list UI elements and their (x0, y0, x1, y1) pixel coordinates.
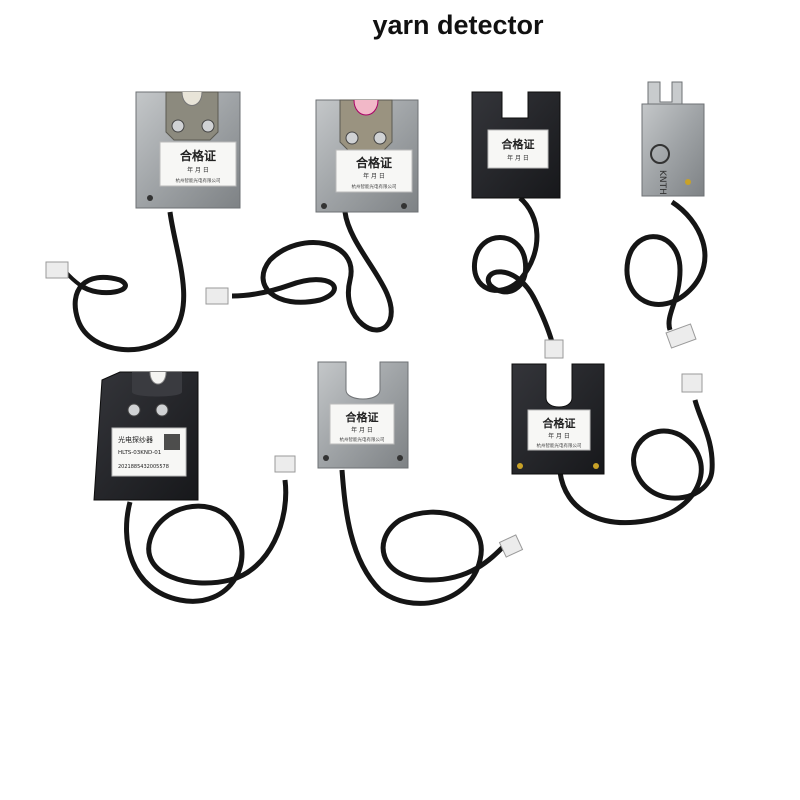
detector-3: 合格证 年 月 日 (471, 91, 564, 359)
page-title: yarn detector (372, 10, 544, 40)
detector-1-label-company: 杭州智能光电有限公司 (176, 177, 221, 184)
detector-2-label-date: 年 月 日 (363, 172, 385, 180)
detector-5-cable (124, 479, 289, 604)
detector-1-label-date: 年 月 日 (187, 166, 209, 174)
detector-5: 光电探纱器 HLTS-03KND-01 2021885432005578 (93, 371, 296, 604)
detector-2-cable (231, 211, 394, 333)
detector-2-label (335, 149, 413, 193)
detector-4-cable (624, 199, 708, 331)
detector-3-label-date: 年 月 日 (507, 154, 529, 162)
detector-6-cable (339, 469, 507, 606)
detector-1-cable (72, 211, 187, 353)
detector-7-connector (681, 373, 703, 393)
detector-1-label (159, 141, 237, 187)
detector-7-cable (557, 399, 715, 526)
detector-7-label (527, 409, 591, 451)
detector-3-cable (472, 196, 555, 343)
detector-6: 合格证 年 月 日 杭州智能光电有限公司 (317, 361, 524, 606)
detector-5-label-line2: HLTS-03KND-01 (118, 450, 161, 456)
detector-2-label-company: 杭州智能光电有限公司 (352, 183, 397, 190)
detector-7-label-title: 合格证 (543, 416, 576, 430)
detector-2-label-title: 合格证 (356, 155, 392, 170)
detector-6-label-title: 合格证 (346, 410, 379, 424)
detector-6-label (329, 403, 395, 445)
detector-4-label: KNTH (657, 170, 667, 195)
detector-5-connector (274, 455, 296, 473)
detector-5-label-line3: 2021885432005578 (118, 464, 169, 470)
detector-7-label-date: 年 月 日 (548, 432, 570, 440)
detector-2: 合格证 年 月 日 杭州智能光电有限公司 (205, 99, 419, 333)
detector-3-label-title: 合格证 (502, 137, 535, 151)
detector-4-connector (665, 323, 697, 349)
detector-7: 合格证 年 月 日 杭州智能光电有限公司 (511, 363, 715, 526)
detector-1: 合格证 年 月 日 杭州智能光电有限公司 (45, 91, 241, 353)
detector-6-connector (498, 534, 524, 558)
detector-3-label (487, 129, 549, 169)
detector-7-label-company: 杭州智能光电有限公司 (537, 442, 582, 449)
detector-2-connector (205, 287, 229, 305)
detector-1-label-title: 合格证 (180, 148, 216, 163)
detector-6-label-date: 年 月 日 (351, 426, 373, 434)
detector-4: KNTH (624, 81, 708, 349)
detector-6-label-company: 杭州智能光电有限公司 (340, 436, 385, 443)
detector-5-label-line1: 光电探纱器 (118, 435, 153, 444)
detector-3-connector (544, 339, 564, 359)
detector-1-connector (45, 261, 69, 279)
